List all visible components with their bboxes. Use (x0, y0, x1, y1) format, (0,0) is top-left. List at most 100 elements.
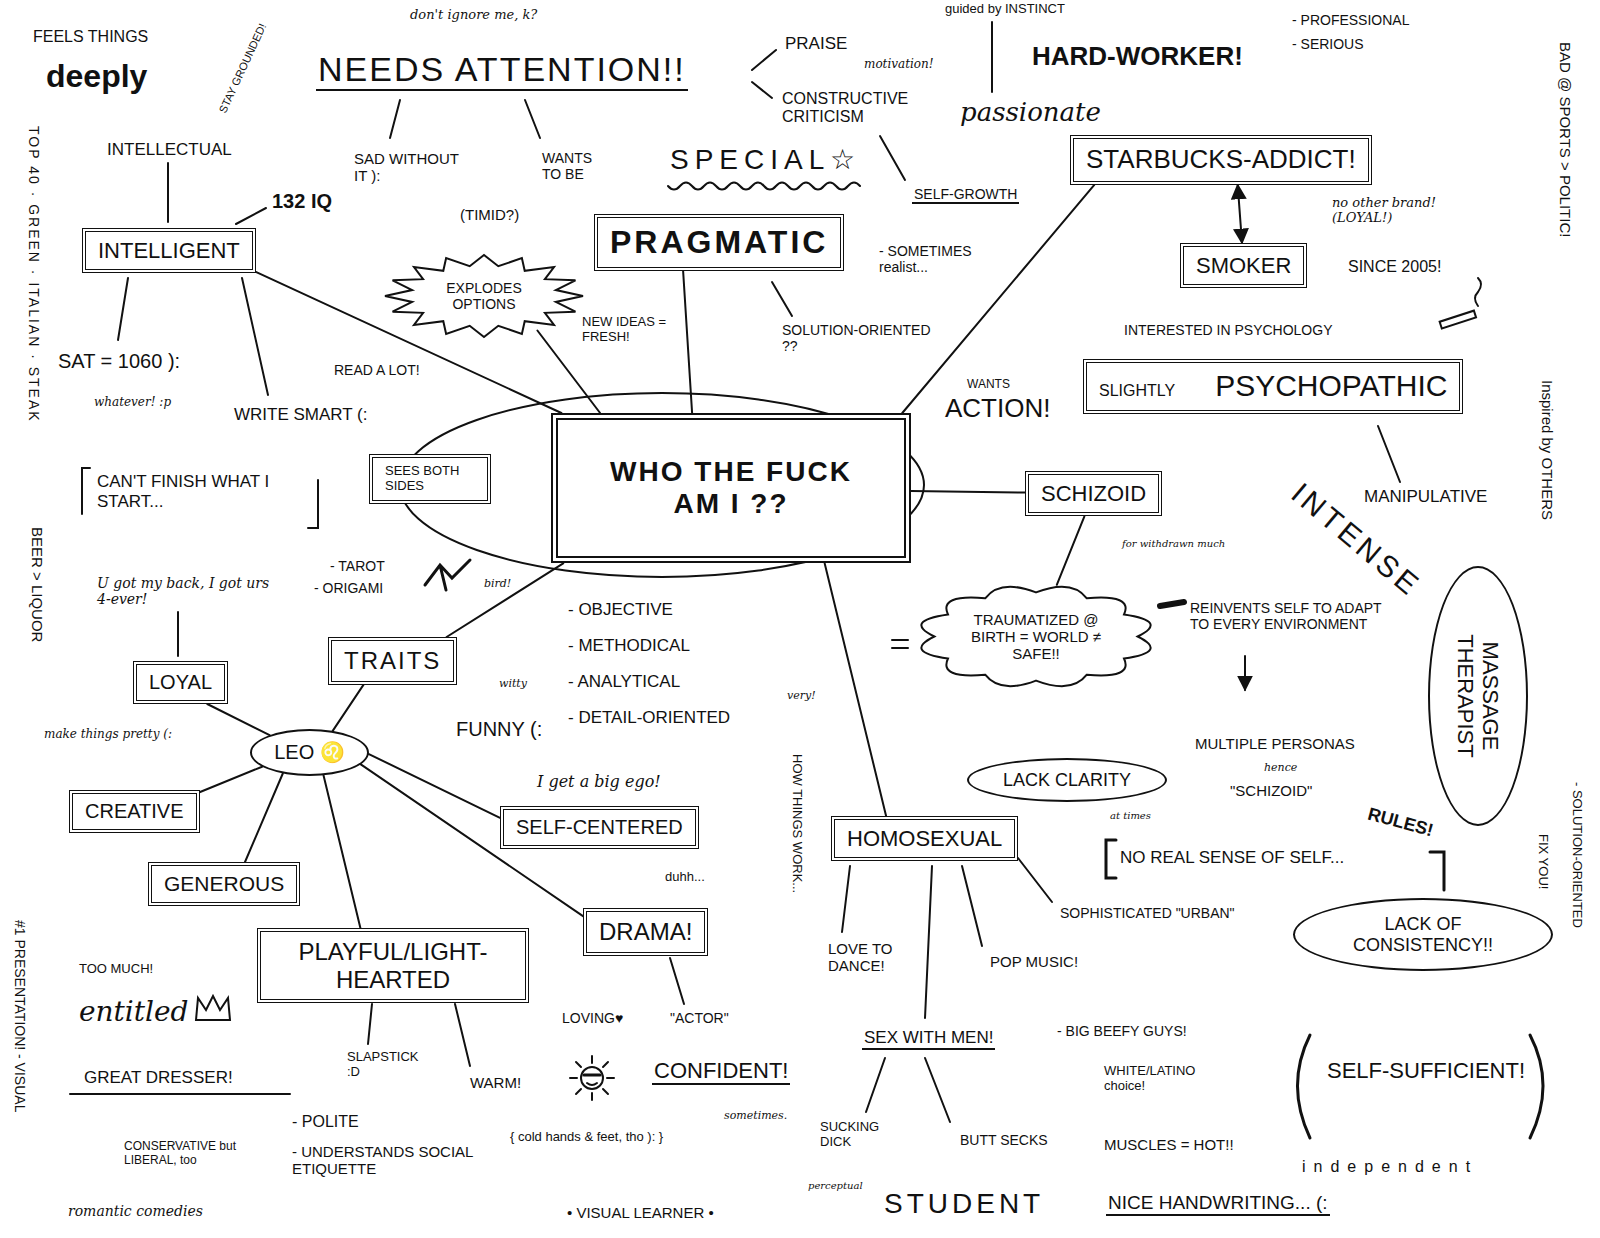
trait-box: SEES BOTH SIDES (369, 454, 491, 504)
node-content: LACK OF CONSISTENCY!! (1338, 914, 1508, 955)
note-text: WARM! (468, 1074, 523, 1091)
connector-line (683, 271, 692, 413)
note-text: WRITE SMART (: (232, 405, 370, 425)
note-text: SUCKING DICK (818, 1120, 897, 1150)
equals-sign (892, 639, 908, 641)
note-text: - ANALYTICAL (566, 672, 682, 692)
node-content: GENEROUS (164, 872, 284, 896)
note-text: I get a big ego! (535, 773, 663, 791)
node-text: PSYCHOPATHIC (1215, 369, 1447, 404)
node-text: LACK OF CONSISTENCY!! (1338, 914, 1508, 955)
connector-line (324, 775, 361, 928)
note-text: NICE HANDWRITING... (: (1106, 1192, 1330, 1216)
note-text: - SOMETIMES realist... (877, 243, 1011, 275)
crown-doodle (196, 996, 230, 1020)
note-text: MULTIPLE PERSONAS (1193, 735, 1357, 752)
node-text: MASSAGE THERAPIST (1453, 611, 1504, 781)
note-text: independent (1300, 1158, 1480, 1176)
note-text: perceptual (806, 1180, 865, 1192)
note-text: bird! (482, 578, 513, 591)
note-text: SELF-SUFFICIENT! (1325, 1058, 1527, 1083)
note-text: CONSERVATIVE but LIBERAL, too (122, 1140, 266, 1168)
note-text: WHITE/LATINO choice! (1102, 1064, 1216, 1094)
note-text: SELF-GROWTH (912, 186, 1019, 204)
trait-ellipse: LACK CLARITY (967, 758, 1167, 802)
note-text: STUDENT (882, 1188, 1046, 1220)
note-text: CONSTRUCTIVE CRITICISM (780, 90, 934, 127)
leader-line (842, 866, 850, 932)
leader-line (1018, 858, 1052, 902)
connector-line (447, 563, 564, 637)
leader-line (866, 1058, 885, 1112)
connector-line (200, 767, 263, 793)
note-text: SINCE 2005! (1346, 258, 1443, 276)
node-text: LEO ♌ (274, 741, 345, 764)
arrow-line (1244, 656, 1246, 690)
note-text: { cold hands & feet, tho ): } (508, 1130, 665, 1145)
note-text: INTERESTED IN PSYCHOLOGY (1122, 322, 1334, 338)
note-text: FIX YOU! (1535, 832, 1550, 891)
note-text: HARD-WORKER! (1030, 42, 1245, 72)
node-text: GENEROUS (164, 872, 284, 896)
leader-line (925, 1058, 950, 1122)
leader-line (525, 100, 540, 138)
leader-line (925, 866, 932, 1018)
cloud-outline-path (921, 587, 1150, 686)
divider-line (991, 22, 993, 92)
connector-line (1238, 185, 1242, 243)
node-content: LEO ♌ (274, 741, 345, 764)
note-text: #1 PRESENTATION! - VISUAL (12, 918, 28, 1114)
trait-box: PLAYFUL/LIGHT-HEARTED (257, 928, 529, 1003)
node-text: PLAYFUL/LIGHT-HEARTED (273, 938, 513, 993)
node-text: CREATIVE (85, 800, 184, 823)
trait-box: SLIGHTLYPSYCHOPATHIC (1083, 359, 1463, 414)
connector-line (902, 185, 1094, 413)
node-text: PRAGMATIC (610, 224, 828, 261)
node-text: LACK CLARITY (1003, 770, 1131, 791)
note-text: WANTS TO BE (540, 150, 614, 182)
note-text: very! (785, 690, 818, 703)
leader-line (390, 100, 400, 138)
node-content: PLAYFUL/LIGHT-HEARTED (273, 938, 513, 993)
note-text: for withdrawn much (1120, 538, 1227, 550)
note-text: • VISUAL LEARNER • (565, 1204, 716, 1221)
cigarette-icon (1440, 311, 1476, 329)
note-text: SAD WITHOUT IT ): (352, 150, 461, 185)
leader-line (242, 278, 268, 395)
note-text: SAT = 1060 ): (56, 350, 182, 373)
note-text: SOPHISTICATED "URBAN" (1058, 905, 1237, 921)
bold-dash (1160, 602, 1184, 606)
note-text: NEW IDEAS = FRESH! (580, 315, 669, 345)
note-text: entitled (77, 996, 191, 1028)
node-content: SCHIZOID (1041, 481, 1146, 506)
note-text: at times (1108, 810, 1153, 822)
note-text: WANTS (965, 378, 1012, 392)
node-content: WHO THE FUCK AM I ?? (586, 456, 876, 520)
note-text: whatever! :p (92, 396, 173, 410)
note-text: FUNNY (: (454, 718, 544, 741)
node-text: INTELLIGENT (98, 238, 240, 263)
bracket (1430, 852, 1444, 890)
note-text: RULES! (1364, 803, 1438, 841)
central-question-box: WHO THE FUCK AM I ?? (551, 413, 911, 563)
note-text: LOVE TO DANCE! (826, 940, 910, 975)
note-text: make things pretty (: (42, 728, 174, 742)
trait-box: GENEROUS (148, 862, 300, 906)
thought-cloud: TRAUMATIZED @ BIRTH = WORLD ≠ SAFE!! (915, 584, 1157, 689)
node-content: INTELLIGENT (98, 238, 240, 263)
note-text: LOVING♥ (560, 1010, 625, 1026)
leader-line (177, 612, 179, 656)
note-text: Inspired by OTHERS (1539, 378, 1556, 522)
note-text: romantic comedies (66, 1203, 205, 1219)
note-text: NEEDS ATTENTION!! (316, 50, 688, 91)
node-content: SMOKER (1196, 253, 1291, 278)
note-text: SLAPSTICK :D (345, 1050, 434, 1080)
note-text: - TAROT (328, 558, 387, 574)
note-text: BAD @ SPORTS > POLITIC! (1557, 40, 1574, 239)
leader-line (236, 208, 266, 224)
note-text: motivation! (862, 58, 936, 72)
leader-line (752, 50, 776, 70)
parenthesis (1530, 1035, 1543, 1138)
note-text: SOLUTION-ORIENTED ?? (780, 322, 934, 354)
note-text: - DETAIL-ORIENTED (566, 708, 732, 728)
